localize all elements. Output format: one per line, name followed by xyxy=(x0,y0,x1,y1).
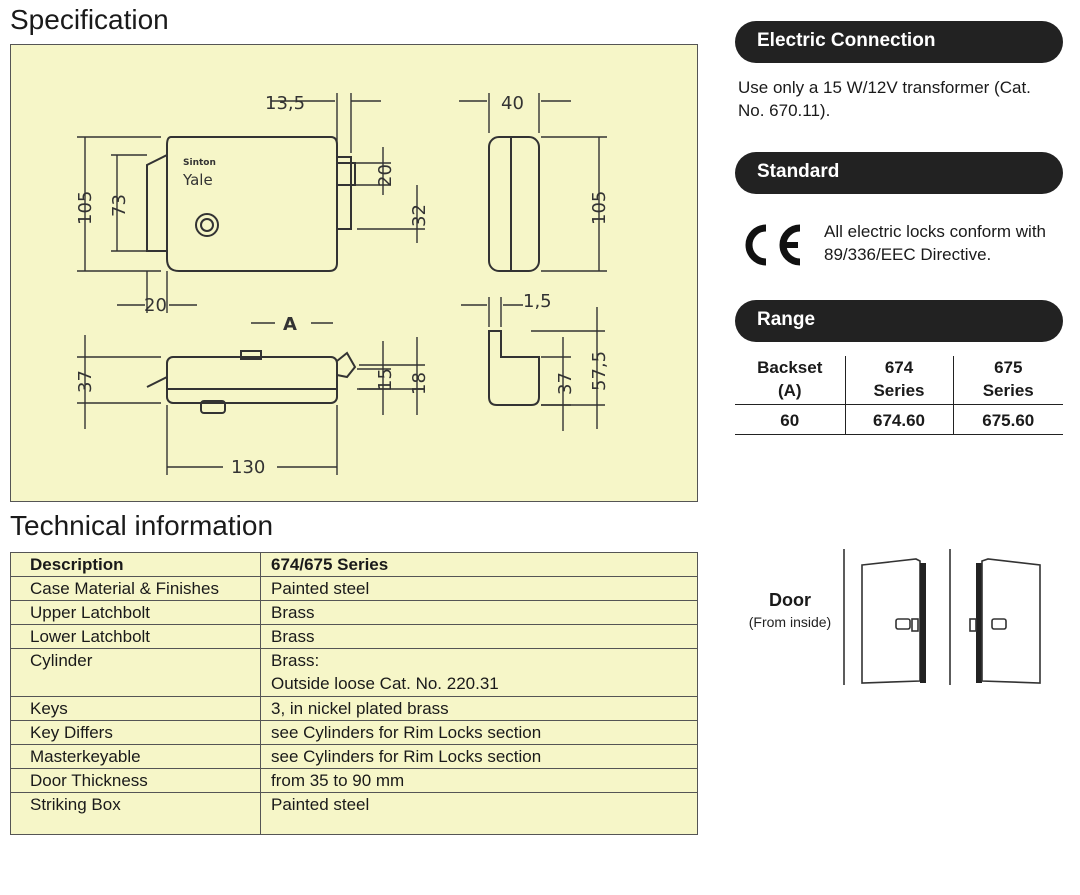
bottom-view-foot xyxy=(200,400,226,414)
standard-heading: Standard xyxy=(735,152,1063,194)
table-header-row: Description 674/675 Series xyxy=(10,552,698,577)
dim-32: 32 xyxy=(409,204,430,227)
dim-130: 130 xyxy=(231,457,265,478)
row-value: from 35 to 90 mm xyxy=(260,768,698,793)
row-value: see Cylinders for Rim Locks section xyxy=(260,720,698,745)
table-row: Masterkeyable see Cylinders for Rim Lock… xyxy=(10,744,698,769)
dim-20-vertical: 20 xyxy=(375,164,396,187)
range-heading: Range xyxy=(735,300,1063,342)
header-description: Description xyxy=(10,552,261,577)
brand-label: Yale xyxy=(182,171,213,189)
range-series-label: Series xyxy=(982,381,1034,400)
bottom-view-latch xyxy=(336,351,357,379)
dim-57-5: 57,5 xyxy=(589,351,610,391)
row-label: Key Differs xyxy=(10,720,261,745)
table-row: Cylinder Brass: Outside loose Cat. No. 2… xyxy=(10,648,698,697)
row-value-line: Outside loose Cat. No. 220.31 xyxy=(271,674,499,693)
door-label: Door (From inside) xyxy=(740,590,840,630)
lock-dimension-drawing: Sinton Yale xyxy=(75,93,610,478)
table-row: Striking Box Painted steel xyxy=(10,792,698,835)
row-value: Brass xyxy=(260,624,698,649)
range-header-675: 675 Series xyxy=(952,356,1063,405)
range-table: Backset (A) 674 Series 675 Series 60 674… xyxy=(735,356,1063,435)
row-value: Painted steel xyxy=(260,792,698,835)
row-label: Lower Latchbolt xyxy=(10,624,261,649)
specification-title: Specification xyxy=(10,4,169,35)
dim-37-left: 37 xyxy=(75,370,96,393)
door-illustrations xyxy=(843,549,1041,685)
cylinder-inner xyxy=(200,218,214,232)
row-label: Door Thickness xyxy=(10,768,261,793)
row-label: Striking Box xyxy=(10,792,261,835)
row-label: Keys xyxy=(10,696,261,721)
row-value: Brass xyxy=(260,600,698,625)
technical-information-table: Description 674/675 Series Case Material… xyxy=(10,552,698,835)
row-value-line: Brass: xyxy=(271,651,320,670)
dim-40: 40 xyxy=(501,93,524,114)
dim-105-left: 105 xyxy=(75,191,96,225)
dim-1-5: 1,5 xyxy=(523,291,552,312)
range-value-row: 60 674.60 675.60 xyxy=(735,404,1063,435)
door-subtitle: (From inside) xyxy=(748,614,832,630)
electric-connection-heading: Electric Connection xyxy=(735,21,1063,63)
row-value: Brass: Outside loose Cat. No. 220.31 xyxy=(260,648,698,697)
door-right-panel xyxy=(981,558,1041,684)
row-label: Case Material & Finishes xyxy=(10,576,261,601)
range-backset-value: 60 xyxy=(735,404,845,435)
range-series-label: Series xyxy=(873,381,925,400)
striking-box-view xyxy=(488,330,540,406)
dim-105-right: 105 xyxy=(589,191,610,225)
technical-information-title: Technical information xyxy=(10,510,274,541)
bottom-view-cable xyxy=(146,376,168,388)
range-backset-sub: (A) xyxy=(777,381,802,400)
range-backset-label: Backset xyxy=(757,358,823,377)
table-row: Upper Latchbolt Brass xyxy=(10,600,698,625)
standard-text: All electric locks conform with 89/336/E… xyxy=(824,222,1047,264)
lock-icon xyxy=(991,618,1007,630)
row-value: 3, in nickel plated brass xyxy=(260,696,698,721)
brand-small-label: Sinton xyxy=(183,158,216,168)
electric-connection-text: Use only a 15 W/12V transformer (Cat. No… xyxy=(738,78,1031,120)
table-row: Lower Latchbolt Brass xyxy=(10,624,698,649)
dim-15: 15 xyxy=(375,368,396,391)
dim-a: A xyxy=(283,314,297,335)
dim-73: 73 xyxy=(109,194,130,217)
range-series-number: 674 xyxy=(884,358,914,377)
dim-20-horizontal: 20 xyxy=(144,295,167,316)
row-label: Upper Latchbolt xyxy=(10,600,261,625)
upper-latchbolt xyxy=(336,162,356,186)
range-header-674: 674 Series xyxy=(844,356,953,405)
range-series-number: 675 xyxy=(994,358,1023,377)
range-header-backset: Backset (A) xyxy=(735,356,845,405)
ce-mark-icon xyxy=(745,224,801,266)
dim-13-5: 13,5 xyxy=(265,93,305,114)
table-row: Door Thickness from 35 to 90 mm xyxy=(10,768,698,793)
row-label: Masterkeyable xyxy=(10,744,261,769)
table-row: Keys 3, in nickel plated brass xyxy=(10,696,698,721)
range-675-value: 675.60 xyxy=(952,404,1063,435)
range-header-row: Backset (A) 674 Series 675 Series xyxy=(735,356,1063,405)
lock-bottom-view xyxy=(166,356,338,404)
bottom-view-tab xyxy=(240,350,262,360)
table-row: Case Material & Finishes Painted steel xyxy=(10,576,698,601)
dim-18: 18 xyxy=(409,372,430,395)
row-value: Painted steel xyxy=(260,576,698,601)
header-series: 674/675 Series xyxy=(260,552,698,577)
row-label: Cylinder xyxy=(10,648,261,697)
row-value: see Cylinders for Rim Locks section xyxy=(260,744,698,769)
table-row: Key Differs see Cylinders for Rim Locks … xyxy=(10,720,698,745)
lock-side-view xyxy=(488,136,540,272)
range-674-value: 674.60 xyxy=(844,404,953,435)
lock-front-view xyxy=(146,136,338,272)
cylinder-outer xyxy=(195,213,219,237)
dim-37-right: 37 xyxy=(555,372,576,395)
lock-icon xyxy=(895,618,911,630)
door-title: Door xyxy=(769,590,811,610)
latchbolt-side xyxy=(336,156,352,230)
technical-drawing-panel: Sinton Yale xyxy=(10,44,698,502)
